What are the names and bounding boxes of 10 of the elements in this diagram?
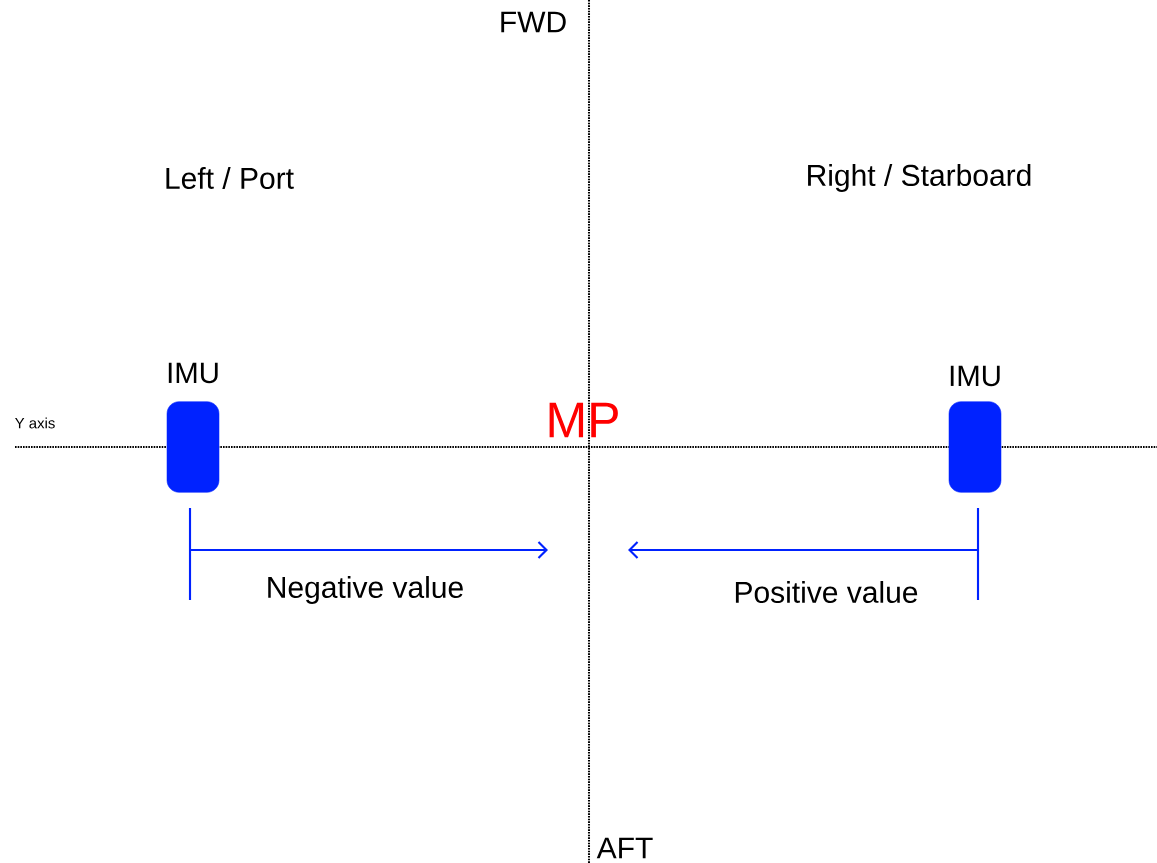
reference-point-label: MP [549, 402, 618, 438]
dimension-label: Positive value [735, 580, 918, 603]
axis-label: Y axis [15, 417, 55, 429]
side-label: Right / Starboard [808, 164, 1031, 192]
device-label: IMU [950, 365, 1000, 387]
side-label: Left / Port [166, 166, 294, 189]
axis-label: AFT [596, 837, 653, 859]
device-label: IMU [168, 362, 218, 384]
dimension-label: Negative value [268, 576, 463, 604]
axis-label: FWD [501, 11, 566, 33]
